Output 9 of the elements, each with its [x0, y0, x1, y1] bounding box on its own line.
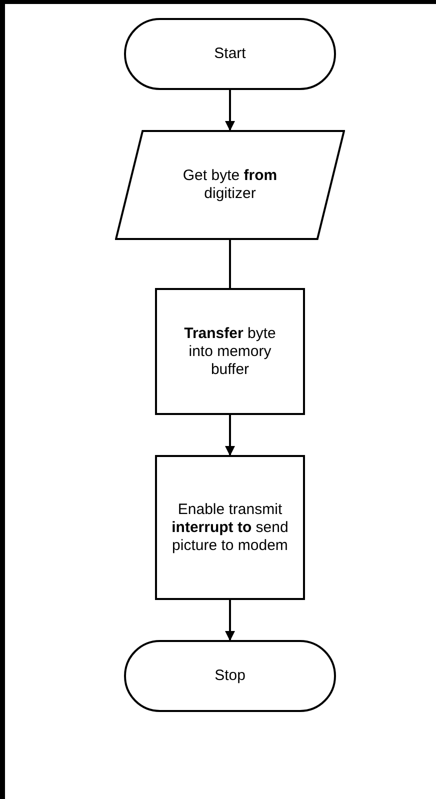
terminal-label: Start — [213, 45, 247, 63]
connector-line — [229, 240, 231, 288]
arrow — [225, 415, 235, 456]
io-label: Get byte from digitizer — [182, 167, 278, 203]
arrow — [225, 600, 235, 641]
process-label: Enable transmit interrupt to send picture to modem — [170, 500, 290, 554]
arrow — [225, 90, 235, 131]
terminal-label: Stop — [214, 667, 246, 685]
process-label: Transfer byte into memory buffer — [183, 324, 277, 378]
